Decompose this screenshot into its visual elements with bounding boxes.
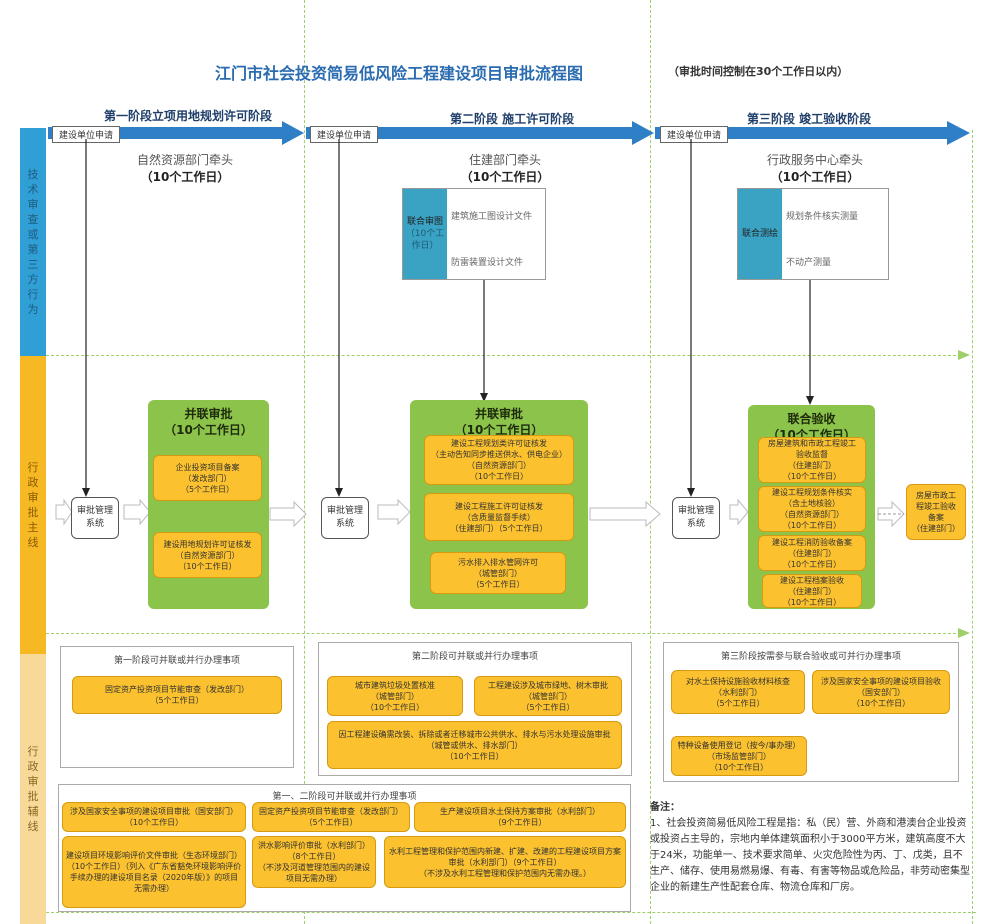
divider-line	[46, 355, 961, 356]
phase2-aux-item: 城市建筑垃圾处置核准 （城管部门） （10个工作日）	[327, 676, 463, 716]
shared-aux-item: 建设项目环境影响评价文件审批（生态环境部门）（10个工作日）（列入《广东省豁免环…	[62, 836, 246, 908]
phase3-lead-dept: 行政服务中心牵头	[766, 153, 863, 167]
page-subtitle: （审批时间控制在30个工作日以内）	[668, 65, 849, 78]
phase2-applicant: 建设单位申请	[310, 126, 379, 143]
notes-heading: 备注：	[650, 802, 680, 813]
completion-filing-box: 房屋市政工 程竣工验收 备案 （住建部门）	[906, 484, 966, 540]
phase1-approval-item: 建设用地规划许可证核发 （自然资源部门） （10个工作日）	[153, 532, 262, 578]
phase3-system-box: 审批管理系统	[672, 497, 720, 539]
joint-survey-label: 联合测绘	[738, 189, 782, 279]
shared-aux-item: 洪水影响评价审批（水利部门） （8个工作日） （不涉及河道管理范围内的建设项目无…	[252, 836, 376, 888]
phase3-acceptance-item: 建设工程规划条件核实 （含土地核验） （自然资源部门） （10个工作日）	[758, 486, 866, 532]
phase3-aux-item: 涉及国家安全事项的建设项目验收 （国安部门） （10个工作日）	[812, 670, 950, 714]
phase3-lead: 行政服务中心牵头 （10个工作日）	[730, 152, 900, 186]
joint-survey-box: 联合测绘 规划条件核实测量 不动产测量	[737, 188, 889, 280]
notes-text: 1、社会投资简易低风险工程是指：私（民）营、外商和港澳台企业投资或投资占主导的，…	[650, 818, 970, 893]
phase2-parallel-title: 并联审批 （10个工作日）	[454, 407, 544, 437]
phase2-approval-item: 建设工程施工许可证核发 （含质量监督手续） （住建部门）（5个工作日）	[424, 493, 574, 541]
phase3-acceptance-item: 房屋建筑和市政工程竣工 验收监督 （住建部门） （10个工作日）	[758, 437, 866, 483]
phase1-system-box: 审批管理系统	[71, 497, 119, 539]
joint-review-box: 联合审图 （10个工 作日） 建筑施工图设计文件 防雷装置设计文件	[402, 188, 546, 280]
guide-line	[972, 130, 973, 924]
phase1-lead-days: （10个工作日）	[140, 170, 230, 184]
band-tech: 技术审查或第三方行为	[20, 128, 46, 356]
phase1-lead-dept: 自然资源部门牵头	[136, 153, 233, 167]
phase3-acceptance-item: 建设工程档案验收 （住建部门） （10个工作日）	[762, 574, 862, 608]
phase2-approval-item: 污水排入排水管网许可 （城管部门） （5个工作日）	[430, 552, 566, 594]
phase2-lead: 住建部门牵头 （10个工作日）	[420, 152, 590, 186]
phase2-lead-dept: 住建部门牵头	[468, 153, 541, 167]
phase2-aux-title: 第二阶段可并联或并行办理事项	[411, 652, 538, 662]
phase1-lead: 自然资源部门牵头 （10个工作日）	[100, 152, 270, 186]
phase1-parallel-title: 并联审批 （10个工作日）	[164, 407, 253, 437]
band-aux: 行政审批辅线	[20, 654, 46, 924]
phase3-aux-title: 第三阶段按需参与联合验收或可并行办理事项	[720, 652, 901, 662]
phase3-aux-item: 对水土保持设施验收材料核查 （水利部门） （5个工作日）	[671, 670, 805, 714]
phase1-aux-title: 第一阶段可并联或并行办理事项	[113, 656, 240, 666]
shared-aux-item: 水利工程管理和保护范围内新建、扩建、改建的工程建设项目方案审批（水利部门）（9个…	[384, 836, 626, 888]
phase3-title: 第三阶段 竣工验收阶段	[747, 112, 872, 126]
phase2-system-box: 审批管理系统	[321, 497, 369, 539]
joint-survey-item: 规划条件核实测量	[786, 212, 859, 222]
phase1-title: 第一阶段立项用地规划许可阶段	[104, 109, 273, 123]
shared-aux-item: 固定资产投资项目节能审查（发改部门） （5个工作日）	[252, 802, 410, 832]
joint-review-item: 建筑施工图设计文件	[451, 212, 533, 222]
shared-aux-title: 第一、二阶段可并联或并行办理事项	[272, 792, 417, 802]
divider-line	[46, 633, 961, 634]
joint-review-item: 防雷装置设计文件	[451, 258, 524, 268]
shared-aux-item: 涉及国家安全事项的建设项目审批（国安部门） （10个工作日）	[62, 802, 246, 832]
phase3-aux-item: 特种设备使用登记（按今/事办理） （市场监管部门） （10个工作日）	[671, 736, 807, 776]
band-main: 行政审批主线	[20, 356, 46, 654]
joint-review-label: 联合审图 （10个工 作日）	[403, 189, 447, 279]
joint-survey-item: 不动产测量	[786, 258, 832, 268]
phase2-title: 第二阶段 施工许可阶段	[450, 112, 575, 126]
phase2-aux-item: 工程建设涉及城市绿地、树木审批 （城管部门） （5个工作日）	[474, 676, 622, 716]
phase1-aux-item: 固定资产投资项目节能审查（发改部门） （5个工作日）	[72, 676, 282, 714]
phase2-lead-days: （10个工作日）	[460, 170, 550, 184]
guide-line	[650, 0, 651, 924]
phase2-approval-item: 建设工程规划类许可证核发 （主动告知同步推送供水、供电企业） （自然资源部门） …	[424, 435, 574, 485]
guide-line	[304, 0, 305, 924]
phase1-approval-item: 企业投资项目备案 （发改部门） （5个工作日）	[153, 455, 262, 501]
phase3-lead-days: （10个工作日）	[770, 170, 860, 184]
phase3-applicant: 建设单位申请	[660, 126, 729, 143]
phase3-acceptance-item: 建设工程消防验收备案 （住建部门） （10个工作日）	[758, 535, 866, 571]
notes: 备注： 1、社会投资简易低风险工程是指：私（民）营、外商和港澳台企业投资或投资占…	[650, 800, 972, 896]
divider-line	[46, 912, 976, 913]
page-title: 江门市社会投资简易低风险工程建设项目审批流程图	[215, 64, 584, 83]
phase2-aux-item: 因工程建设确需改装、拆除或者迁移城市公共供水、排水与污水处理设施审批 （城管或供…	[327, 721, 622, 769]
shared-aux-item: 生产建设项目水土保持方案审批（水利部门） （9个工作日）	[414, 802, 626, 832]
